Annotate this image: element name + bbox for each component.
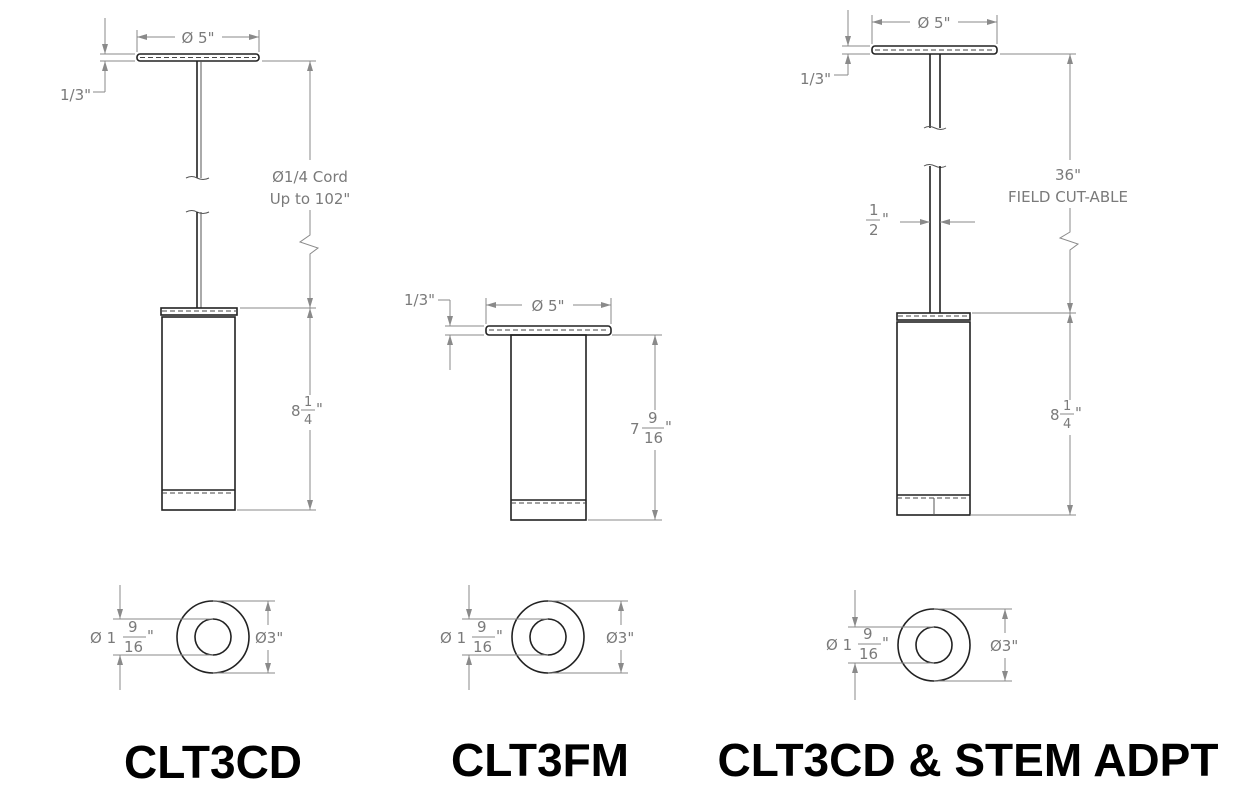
stem-length-dim-line2: FIELD CUT-ABLE (1008, 188, 1128, 206)
canopy-diameter-dim: Ø 5" (917, 14, 950, 32)
product-title: CLT3FM (451, 734, 629, 786)
svg-text:16: 16 (473, 638, 492, 656)
canopy-diameter-dim: Ø 5" (531, 297, 564, 315)
stem-diameter-dim: 1 2 " (866, 201, 975, 239)
outer-diameter-dim: Ø3" (990, 637, 1018, 655)
body-length-dim: 8 1 4 " (1050, 399, 1082, 432)
inner-diameter-dim: Ø 1 (440, 629, 466, 647)
svg-text:1: 1 (869, 201, 879, 219)
svg-text:9: 9 (128, 618, 138, 636)
svg-text:16: 16 (124, 638, 143, 656)
svg-text:": " (147, 627, 154, 645)
fixture-body (896, 312, 971, 516)
stem (923, 54, 947, 313)
svg-text:9: 9 (477, 618, 487, 636)
cord (185, 61, 210, 308)
svg-text:": " (1075, 404, 1082, 422)
clt3fm-drawing: Ø 5" 1/3" 7 9 16 " Ø 1 9 16 " Ø3" CLT3FM (404, 291, 672, 786)
canopy (136, 53, 260, 62)
outer-diameter-dim: Ø3" (606, 629, 634, 647)
product-title: CLT3CD & STEM ADPT (718, 734, 1219, 786)
canopy-diameter-dim: Ø 5" (181, 29, 214, 47)
canopy-thickness-dim: 1/3" (404, 291, 435, 309)
fixture-body (160, 307, 238, 511)
svg-text:": " (496, 627, 503, 645)
cord-length-dim-line2: Up to 102" (270, 190, 351, 208)
svg-text:8: 8 (1050, 406, 1060, 424)
svg-text:": " (665, 418, 672, 436)
canopy-thickness-dim: 1/3" (60, 86, 91, 104)
svg-text:": " (882, 634, 889, 652)
clt3cd-drawing: Ø 5" 1/3" Ø1/4 Cord Up to 102" 8 1 4 " Ø… (60, 18, 350, 788)
body-length-dim: 8 1 4 " (291, 395, 323, 428)
svg-text:1: 1 (304, 395, 312, 410)
svg-text:7: 7 (630, 420, 640, 438)
product-title: CLT3CD (124, 736, 302, 788)
svg-text:": " (316, 400, 323, 418)
bottom-view: Ø 1 9 16 " Ø3" (440, 585, 634, 690)
svg-text:1: 1 (1063, 399, 1071, 414)
inner-diameter-dim: Ø 1 (90, 629, 116, 647)
cord-length-dim-line1: Ø1/4 Cord (272, 168, 348, 186)
svg-text:8: 8 (291, 402, 301, 420)
svg-text:16: 16 (859, 645, 878, 663)
svg-text:4: 4 (304, 413, 312, 428)
clt3cd-stem-drawing: Ø 5" 1/3" 36" FIELD CUT-ABLE 1 2 " 8 1 4… (718, 10, 1219, 786)
svg-text:16: 16 (644, 429, 663, 447)
svg-text:4: 4 (1063, 417, 1071, 432)
fixture-body (510, 334, 587, 521)
bottom-view: Ø 1 9 16 " Ø3" (90, 585, 283, 690)
canopy-thickness-dim: 1/3" (800, 70, 831, 88)
svg-text:9: 9 (648, 409, 658, 427)
stem-length-dim-line1: 36" (1055, 166, 1081, 184)
bottom-view: Ø 1 9 16 " Ø3" (826, 590, 1018, 700)
canopy (871, 45, 998, 55)
svg-text:": " (882, 210, 889, 228)
body-length-dim: 7 9 16 " (630, 409, 672, 447)
svg-text:2: 2 (869, 221, 879, 239)
inner-diameter-dim: Ø 1 (826, 636, 852, 654)
svg-text:9: 9 (863, 625, 873, 643)
outer-diameter-dim: Ø3" (255, 629, 283, 647)
